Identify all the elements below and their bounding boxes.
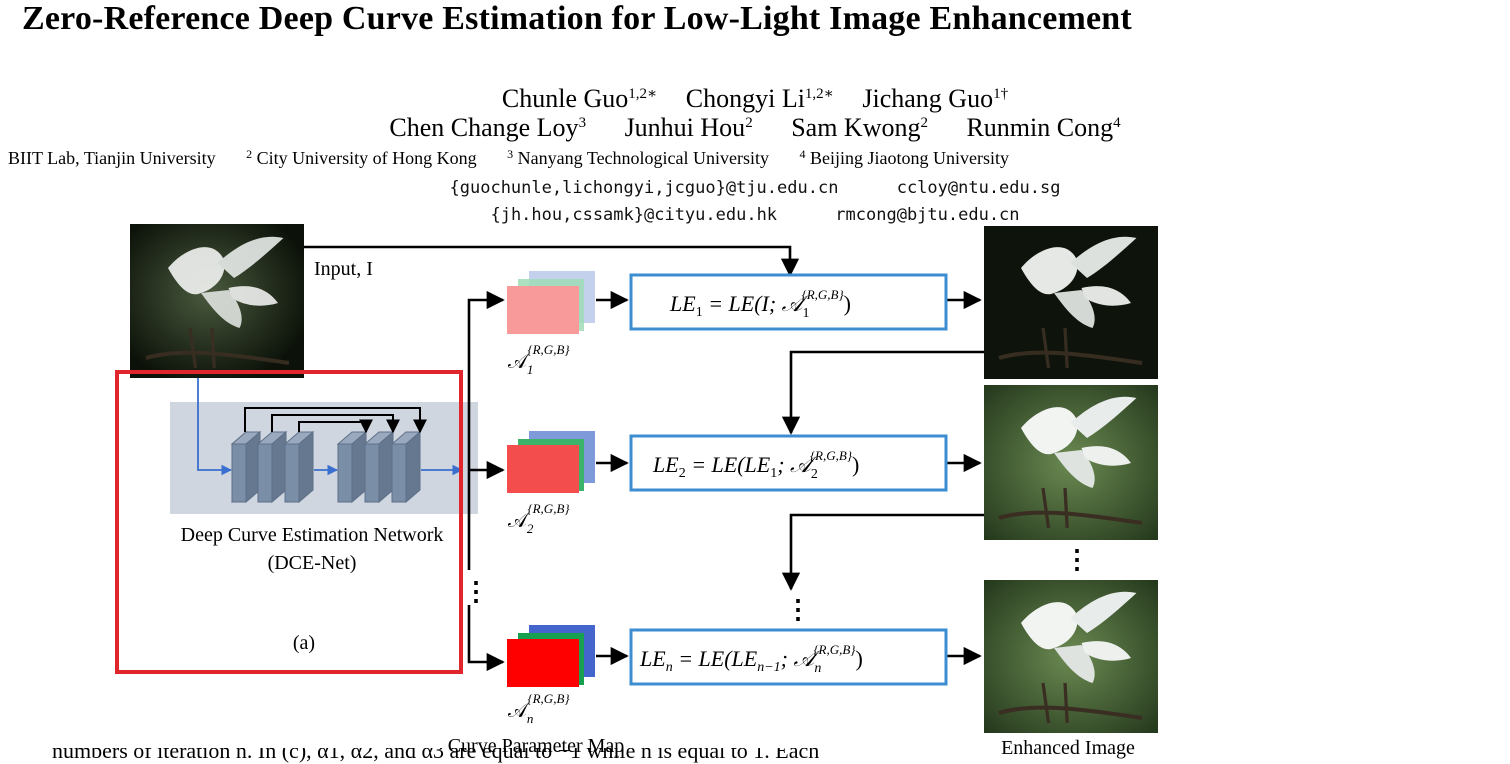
network-background	[170, 402, 478, 514]
flow-arrows	[304, 245, 984, 672]
ellipsis-right: ⋮	[1064, 545, 1090, 574]
author: Jichang Guo1†	[862, 84, 1009, 113]
equation-2: LE2 = LE(LE1; 𝒜2{R,G,B})	[652, 448, 859, 482]
body-text-fragment: numbers of iteration n. In (c), α1, α2, …	[52, 738, 820, 763]
paper-title: Zero-Reference Deep Curve Estimation for…	[22, 0, 1132, 37]
email: {jh.hou,cssamk}@cityu.edu.hk	[490, 205, 778, 225]
affiliations: BIIT Lab, Tianjin University 2 City Univ…	[8, 147, 1009, 169]
author: Chongyi Li1,2∗	[685, 84, 834, 113]
email: rmcong@bjtu.edu.cn	[835, 205, 1020, 225]
authors-line-1: Chunle Guo1,2∗ Chongyi Li1,2∗ Jichang Gu…	[0, 84, 1510, 114]
author: Sam Kwong2	[791, 113, 928, 142]
equation-box-n	[629, 628, 948, 686]
network-name: Deep Curve Estimation Network	[181, 524, 444, 546]
input-image	[130, 224, 304, 378]
emails-line-2: {jh.hou,cssamk}@cityu.edu.hk rmcong@bjtu…	[0, 205, 1510, 225]
author: Runmin Cong4	[966, 113, 1121, 142]
network-abbr: (DCE-Net)	[268, 552, 357, 574]
enhanced-image-2	[984, 385, 1158, 540]
equation-box-1	[629, 273, 948, 331]
subfigure-label: (a)	[293, 632, 315, 654]
equation-box-2	[629, 434, 948, 492]
param-map-1-label: 𝒜1{R,G,B}	[508, 342, 570, 377]
authors-line-2: Chen Change Loy3 Junhui Hou2 Sam Kwong2 …	[0, 113, 1510, 143]
param-map-2-label: 𝒜2{R,G,B}	[508, 501, 570, 536]
affiliation: 4 Beijing Jiaotong University	[799, 147, 1009, 168]
network-layers	[197, 378, 464, 504]
input-label: Input, I	[314, 258, 373, 280]
ellipsis-left: ⋮	[463, 577, 489, 606]
curve-map-caption: Curve Parameter Map	[448, 735, 625, 757]
param-map-n-label: 𝒜n{R,G,B}	[508, 691, 570, 726]
ellipsis-middle: ⋮	[785, 595, 811, 624]
email: {guochunle,lichongyi,jcguo}@tju.edu.cn	[449, 178, 839, 198]
affiliation: BIIT Lab, Tianjin University	[8, 148, 216, 168]
author: Chen Change Loy3	[389, 113, 587, 142]
author: Junhui Hou2	[624, 113, 753, 142]
equation-n: LEn = LE(LEn−1; 𝒜n{R,G,B})	[639, 642, 863, 676]
enhanced-caption: Enhanced Image	[1001, 737, 1135, 759]
param-map-n	[507, 625, 595, 687]
enhanced-image-n	[984, 580, 1158, 733]
param-map-1	[507, 271, 595, 334]
email: ccloy@ntu.edu.sg	[896, 178, 1061, 198]
affiliation: 3 Nanyang Technological University	[507, 147, 770, 168]
param-map-2	[507, 431, 595, 493]
emails-line-1: {guochunle,lichongyi,jcguo}@tju.edu.cn c…	[0, 178, 1510, 198]
equation-1: LE1 = LE(I; 𝒜1{R,G,B})	[669, 287, 851, 321]
affiliation: 2 City University of Hong Kong	[246, 147, 477, 168]
enhanced-image-1	[984, 226, 1158, 379]
author: Chunle Guo1,2∗	[501, 84, 658, 113]
